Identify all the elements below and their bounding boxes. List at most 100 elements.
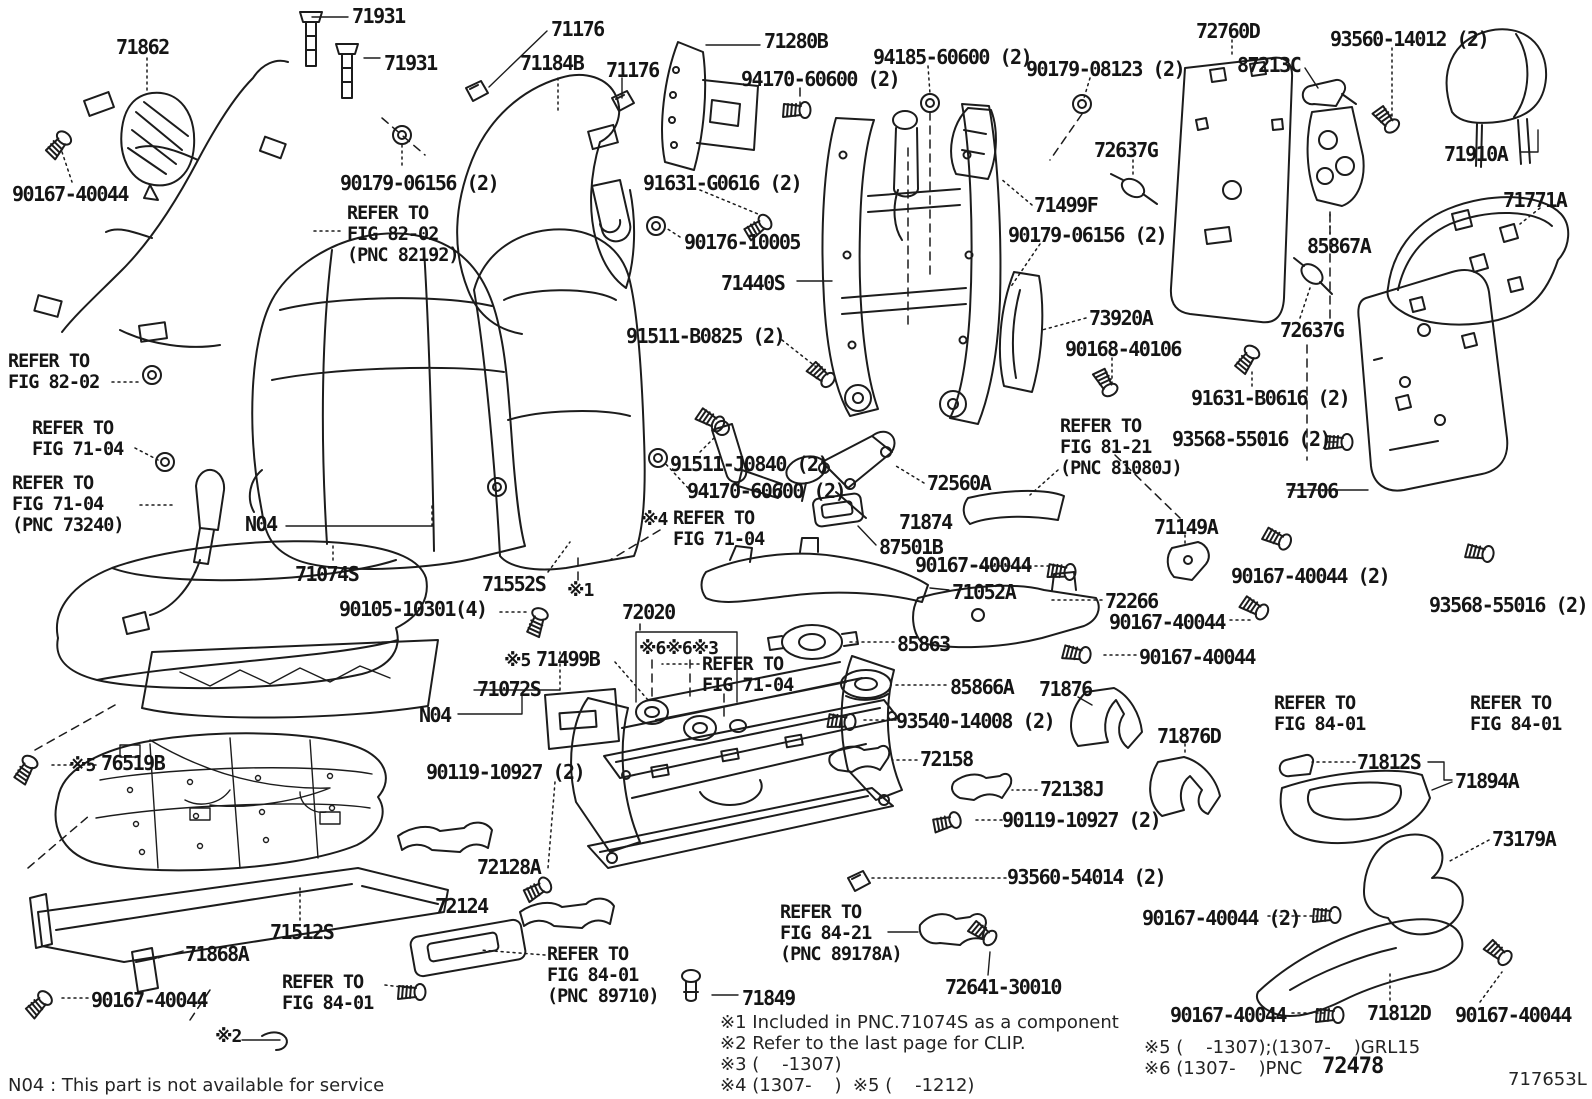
part-number-label: 90176-10005 — [684, 230, 801, 254]
part-number-label: 91631-G0616 (2) — [643, 171, 803, 195]
part-number-label: 90167-40044 — [1455, 1003, 1572, 1027]
part-number-label: 72138J — [1040, 777, 1105, 801]
part-number-label: 72641-30010 — [945, 975, 1062, 999]
part-number-label: 71176 — [606, 58, 660, 82]
part-number-label: 71176 — [551, 17, 605, 41]
note-text: ※6 (1307- )PNC — [1144, 1058, 1303, 1079]
part-number-label: 71552S — [482, 572, 547, 596]
part-number-label: 90167-40044 — [91, 988, 208, 1012]
back-panel-71706-art — [1357, 269, 1509, 492]
side-shield-73920A-art — [998, 271, 1044, 393]
sensor-linkage-72560A-art — [711, 420, 896, 519]
figure-reference-label: REFER TO FIG 71-04 — [673, 508, 765, 550]
part-number-label: 71931 — [352, 4, 406, 28]
part-number-label: 71874 — [899, 510, 953, 534]
figure-reference-label: REFER TO FIG 84-01 — [1470, 693, 1562, 735]
part-number-label: 72128A — [477, 855, 542, 879]
part-number-label: 72760D — [1196, 19, 1261, 43]
part-number-label: 90167-40044 — [915, 553, 1032, 577]
part-number-label: 87501B — [879, 535, 944, 559]
part-number-label: 72158 — [920, 747, 974, 771]
bracket-85867A-art — [1306, 106, 1365, 207]
leader-lines — [157, 16, 1539, 1041]
part-number-label: 72124 — [435, 894, 489, 918]
part-number-label: 94170-60600 (2) — [687, 479, 847, 503]
part-number-label: 90167-40044 — [12, 182, 129, 206]
figure-reference-label: REFER TO FIG 84-01 — [282, 972, 374, 1014]
part-number-label: N04 — [245, 512, 278, 536]
figure-reference-label: REFER TO FIG 82-02 — [8, 351, 100, 393]
part-number-label: 71440S — [721, 271, 786, 295]
note-text: ※2 Refer to the last page for CLIP. — [720, 1033, 1026, 1054]
striker-87213C-art — [1301, 78, 1357, 107]
part-number-label: 71280B — [764, 29, 829, 53]
part-number-label: 90167-40044 — [1170, 1003, 1287, 1027]
part-number-label: 72560A — [927, 471, 992, 495]
part-number-label: 85863 — [897, 632, 951, 656]
figure-reference-label: REFER TO FIG 84-01 — [1274, 693, 1366, 735]
part-number-label: 71910A — [1444, 142, 1509, 166]
part-number-label: 71876 — [1039, 677, 1093, 701]
part-number-label: 71706 — [1285, 479, 1339, 503]
part-number-label: N04 — [419, 703, 452, 727]
part-number-label: 71931 — [384, 51, 438, 75]
figure-reference-label: REFER TO FIG 71-04 — [32, 418, 124, 460]
figure-reference-label: REFER TO FIG 84-21 (PNC 89178A) — [780, 902, 903, 965]
part-number-label: 90105-10301(4) — [339, 597, 488, 621]
wire-harness-art — [33, 59, 289, 348]
part-number-label: 90119-10927 (2) — [426, 760, 586, 784]
construction-dashes — [27, 87, 1331, 1021]
headrest-support-bolts-art — [299, 11, 359, 99]
part-number-label: 90168-40106 — [1065, 337, 1182, 361]
note-text: ※3 ( -1307) — [720, 1054, 842, 1075]
part-number-label: 91511-J0840 (2) — [670, 452, 830, 476]
part-number-label: 72637G — [1280, 318, 1345, 342]
figure-reference-label: REFER TO FIG 84-01 (PNC 89710) — [547, 944, 660, 1007]
part-number-label: 71512S — [270, 920, 335, 944]
lower-cushion-71512S-art — [54, 732, 387, 872]
note-text: 717653L — [1508, 1069, 1587, 1090]
part-number-label: 90119-10927 (2) — [1002, 808, 1162, 832]
part-number-label: 87213C — [1237, 53, 1302, 77]
part-number-label: 93568-55016 (2) — [1429, 593, 1589, 617]
part-number-label: 71072S — [477, 677, 542, 701]
part-number-label: 90167-40044 — [1109, 610, 1226, 634]
part-number-label: 71149A — [1154, 515, 1219, 539]
note-text: ※5 ( -1307);(1307- )GRL15 — [1144, 1037, 1421, 1058]
note-text: ※1 Included in PNC.71074S as a component — [720, 1012, 1119, 1033]
sensor-72637G-art — [1110, 173, 1333, 295]
seat-track-72020-art — [570, 655, 903, 869]
part-number-label: 72266 — [1105, 589, 1159, 613]
part-number-label: 71812S — [1357, 750, 1422, 774]
seatback-pad-71552S-art — [473, 228, 646, 571]
side-shield-71862-art — [120, 91, 196, 201]
part-number-label: 71876D — [1157, 724, 1222, 748]
part-number-label: 72478 — [1322, 1054, 1384, 1079]
part-number-label: 91511-B0825 (2) — [626, 324, 786, 348]
part-number-label: 94170-60600 (2) — [741, 67, 901, 91]
part-number-label: 71771A — [1503, 188, 1568, 212]
part-number-label: 76519B — [101, 751, 166, 775]
figure-reference-label: REFER TO FIG 71-04 (PNC 73240) — [12, 473, 125, 536]
part-number-label: 71862 — [116, 35, 170, 59]
part-number-label: 93540-14008 (2) — [896, 709, 1056, 733]
bracket-71499F-art — [950, 107, 997, 180]
part-number-label: 90167-40044 (2) — [1142, 906, 1302, 930]
footnote-marker: ※1 — [567, 580, 594, 601]
footnote-marker: ※6※6※3 — [639, 638, 719, 659]
right-side-shields-art — [1256, 753, 1464, 1018]
part-number-label: 71868A — [185, 942, 250, 966]
part-number-label: 71894A — [1455, 769, 1520, 793]
airbag-panel-71280B-art — [661, 41, 759, 171]
part-number-label: 72020 — [622, 600, 676, 624]
part-number-label: 85867A — [1307, 234, 1372, 258]
note-text: ※4 (1307- ) ※5 ( -1212) — [720, 1075, 975, 1096]
part-number-label: 93560-54014 (2) — [1007, 865, 1167, 889]
part-number-label: 71849 — [742, 986, 796, 1010]
part-number-label: 71499B — [536, 647, 601, 671]
part-number-label: 91631-B0616 (2) — [1191, 386, 1351, 410]
part-number-label: 72637G — [1094, 138, 1159, 162]
footnote-marker: ※4 — [641, 509, 668, 530]
